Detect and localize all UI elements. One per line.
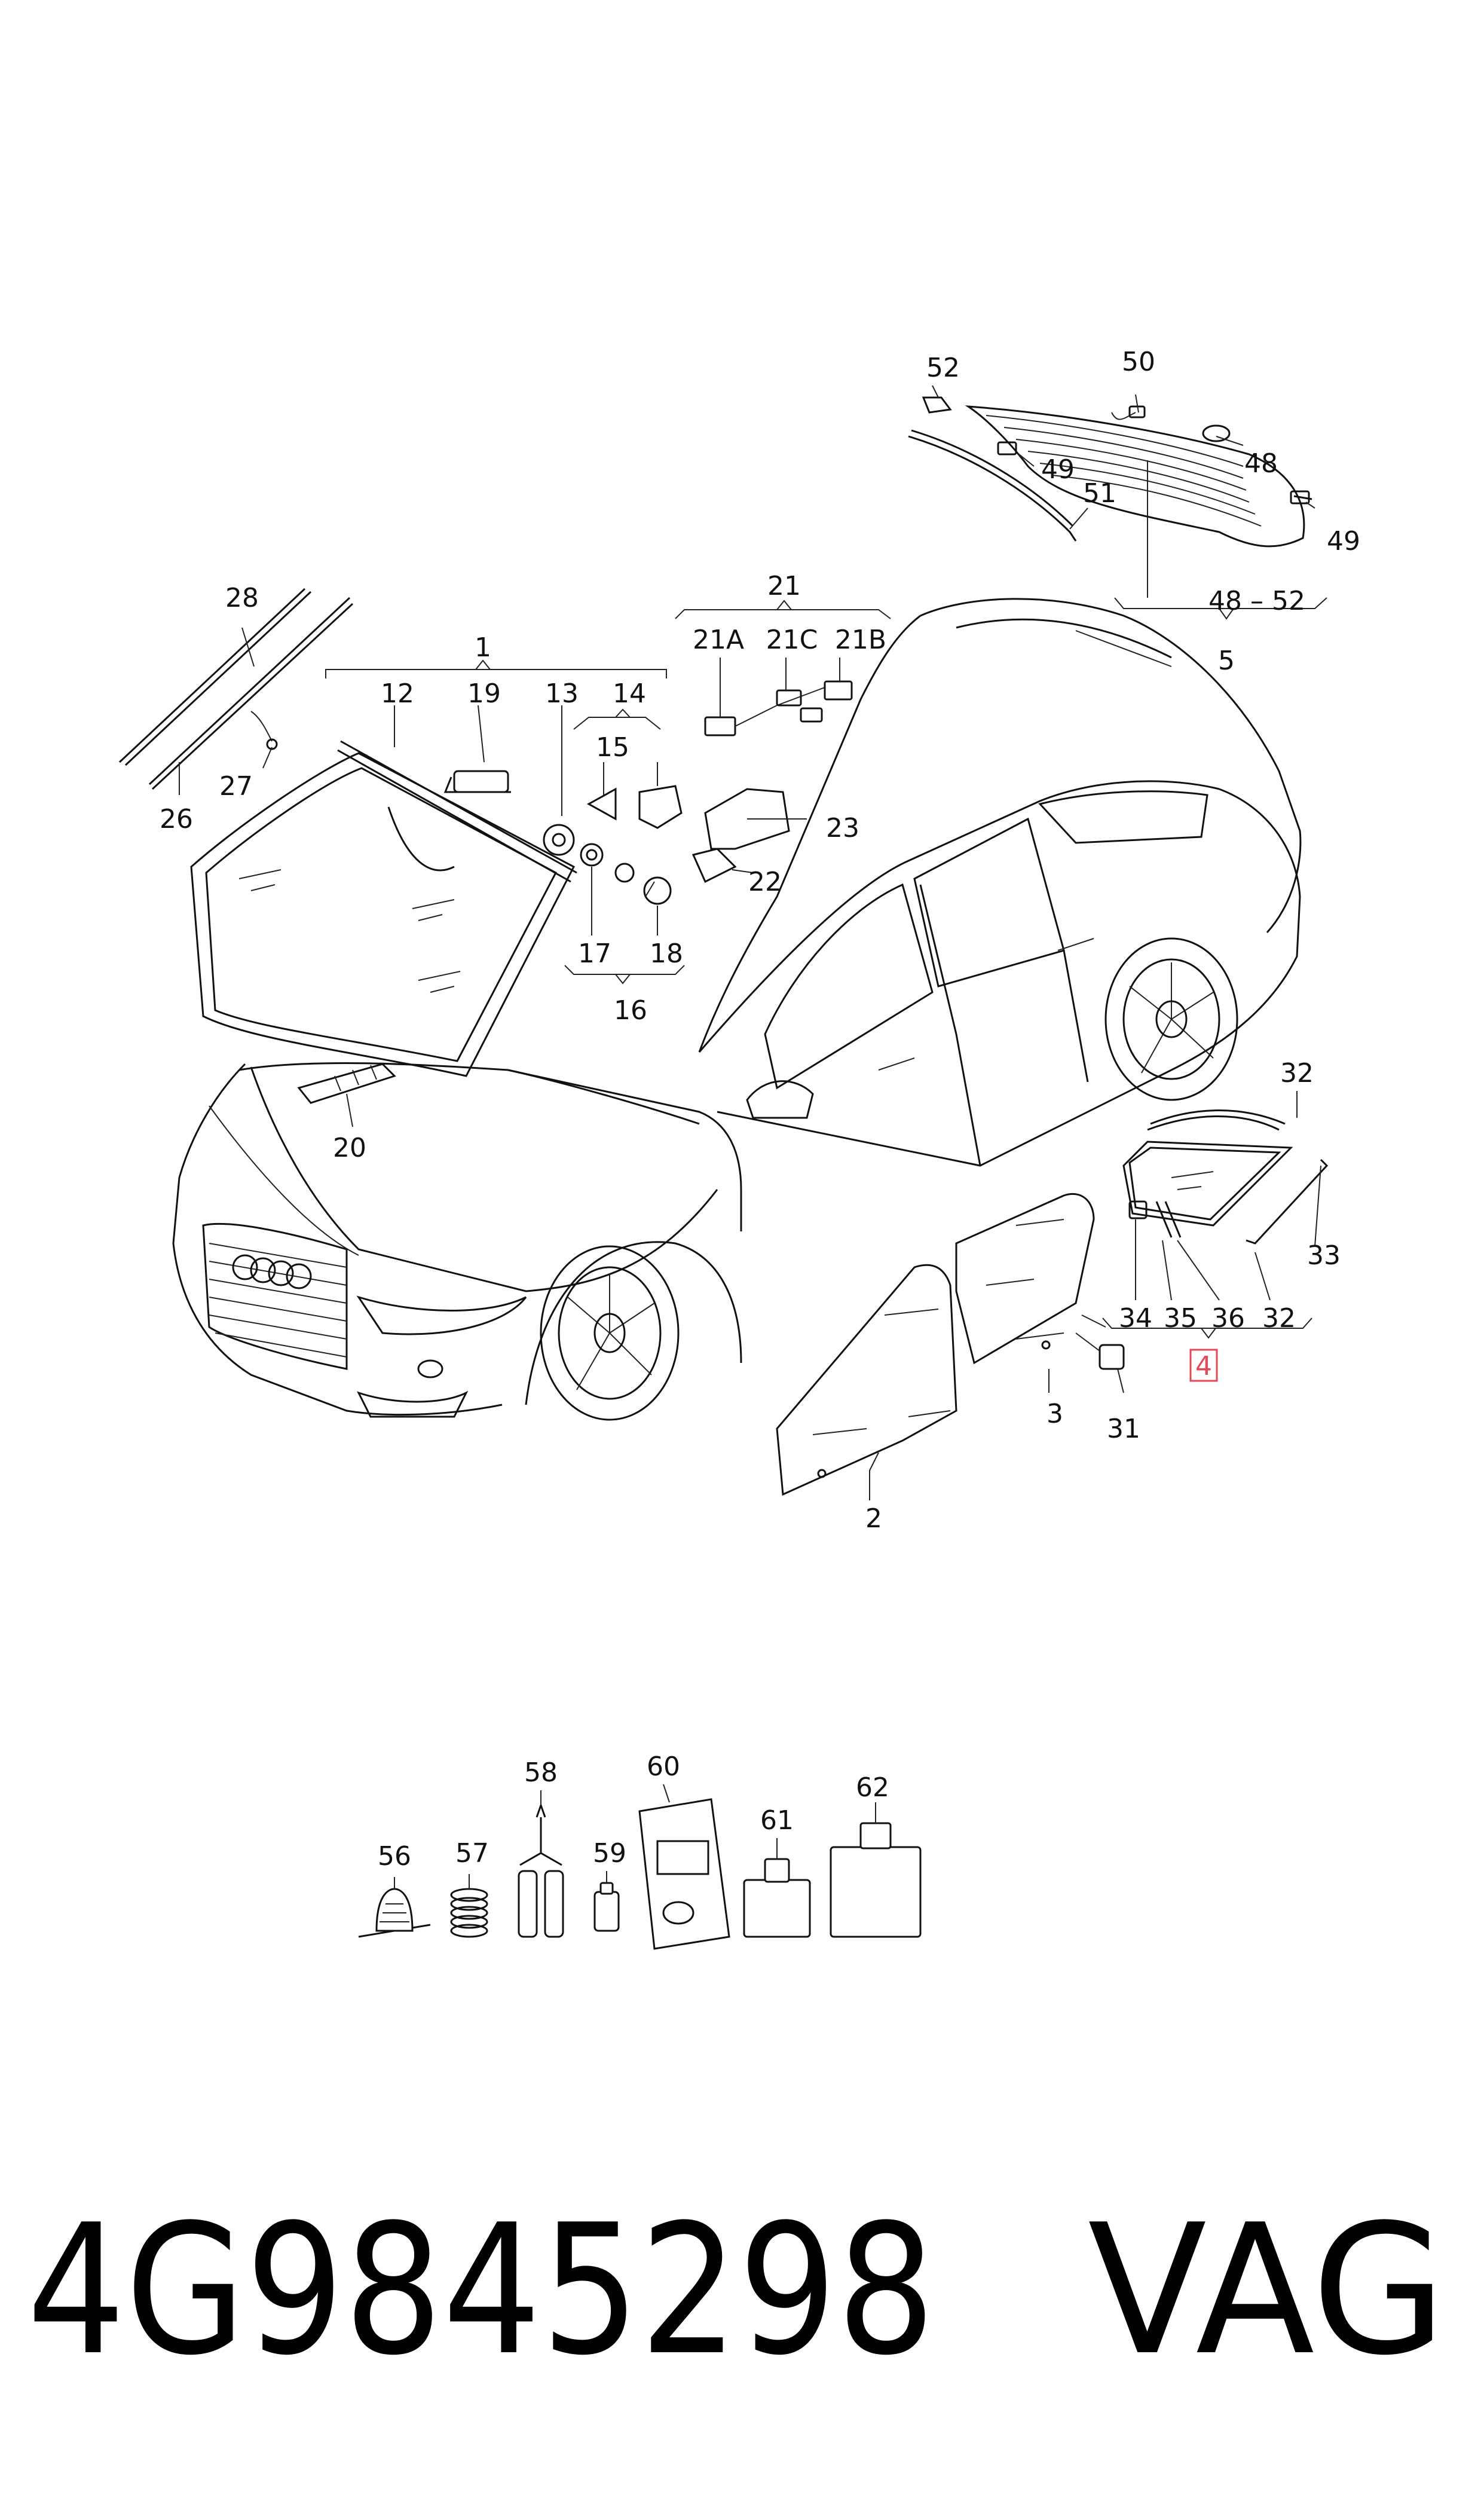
callout-16: 16 xyxy=(614,995,647,1026)
callout-22: 22 xyxy=(748,867,782,897)
highlight-box xyxy=(1189,1349,1218,1382)
callout-23: 23 xyxy=(826,813,859,843)
callout-49a: 49 xyxy=(1041,454,1075,485)
small-parts xyxy=(297,680,853,1104)
callout-59: 59 xyxy=(593,1838,626,1869)
callout-32a: 32 xyxy=(1280,1058,1314,1089)
roof-moulding xyxy=(118,588,354,790)
callout-4: 4 xyxy=(1195,1351,1212,1381)
callout-57: 57 xyxy=(455,1838,489,1869)
windshield-glass xyxy=(190,740,577,1077)
callout-62: 62 xyxy=(856,1772,889,1803)
callout-33: 33 xyxy=(1307,1240,1341,1271)
leader-lines xyxy=(179,385,1327,1889)
callout-labels: 1 12 19 13 14 15 17 18 16 20 21 21A 21C … xyxy=(160,347,1360,1872)
callout-3: 3 xyxy=(1047,1399,1063,1429)
callout-28: 28 xyxy=(225,583,259,613)
callout-2: 2 xyxy=(865,1503,882,1534)
callout-61: 61 xyxy=(760,1805,794,1836)
callout-49b: 49 xyxy=(1327,526,1360,557)
callout-51: 51 xyxy=(1083,478,1116,509)
brand-name: VAG xyxy=(1088,2186,1446,2395)
callout-35: 35 xyxy=(1164,1303,1197,1334)
callout-52: 52 xyxy=(926,353,960,383)
callout-34: 34 xyxy=(1119,1303,1152,1334)
callout-36: 36 xyxy=(1211,1303,1245,1334)
callout-48: 48 xyxy=(1244,448,1278,479)
rear-window xyxy=(908,396,1312,548)
callout-5: 5 xyxy=(1218,646,1235,676)
callout-56: 56 xyxy=(378,1841,411,1872)
door-windows xyxy=(776,1109,1329,1496)
car-illustration xyxy=(172,598,1302,1421)
callout-14: 14 xyxy=(613,678,646,709)
callout-27: 27 xyxy=(219,771,253,802)
callout-21b: 21B xyxy=(835,625,886,655)
callout-19: 19 xyxy=(467,678,501,709)
callout-1: 1 xyxy=(475,632,491,663)
part-number: 4G9845298 xyxy=(27,2186,935,2395)
callout-15: 15 xyxy=(596,732,629,763)
callout-26: 26 xyxy=(160,804,193,834)
callout-48-52: 48 – 52 xyxy=(1208,586,1305,616)
callout-17: 17 xyxy=(578,938,611,969)
callout-21: 21 xyxy=(767,571,801,601)
callout-58: 58 xyxy=(524,1757,558,1788)
callout-50: 50 xyxy=(1122,347,1155,377)
callout-60: 60 xyxy=(647,1751,680,1782)
accessories xyxy=(358,1798,922,1950)
callout-32b: 32 xyxy=(1262,1303,1296,1334)
callout-31: 31 xyxy=(1107,1414,1140,1444)
callout-21a: 21A xyxy=(693,625,744,655)
callout-13: 13 xyxy=(545,678,579,709)
callout-18: 18 xyxy=(650,938,683,969)
callout-21c: 21C xyxy=(766,625,818,655)
callout-20: 20 xyxy=(333,1133,366,1163)
callout-12: 12 xyxy=(381,678,414,709)
